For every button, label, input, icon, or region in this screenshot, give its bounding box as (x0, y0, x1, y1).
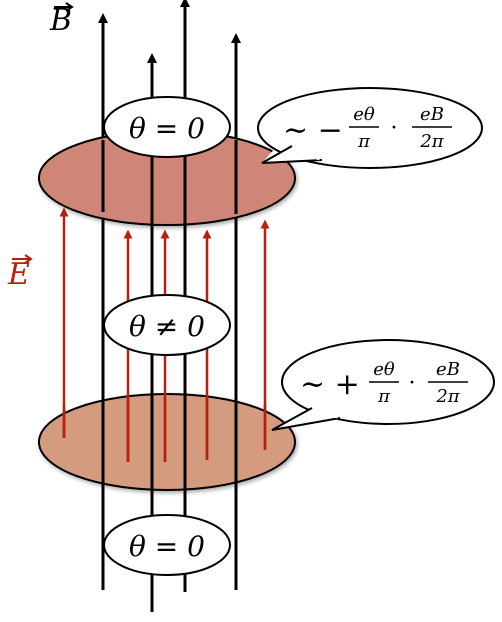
theta-bubble-middle: θ ≠ 0 (103, 294, 231, 356)
svg-text:eθ: eθ (353, 104, 375, 125)
svg-text:θ = 0: θ = 0 (129, 112, 205, 145)
svg-text:π: π (357, 131, 371, 152)
svg-text:∼ +: ∼ + (300, 367, 360, 402)
e-field-label: E (7, 254, 33, 292)
b-field-label: B (49, 2, 74, 38)
svg-text:θ ≠ 0: θ ≠ 0 (129, 310, 205, 343)
svg-text:θ = 0: θ = 0 (129, 530, 205, 563)
svg-text:E: E (7, 257, 30, 292)
svg-text:·: · (409, 371, 416, 396)
svg-text:∼ −: ∼ − (283, 113, 343, 148)
svg-text:2π: 2π (435, 386, 460, 407)
svg-text:eB: eB (420, 104, 444, 125)
svg-text:eθ: eθ (373, 359, 395, 380)
svg-text:·: · (391, 116, 398, 141)
svg-text:2π: 2π (419, 131, 444, 152)
svg-text:B: B (49, 3, 72, 38)
svg-text:eB: eB (436, 359, 460, 380)
magnetic-field-lines-front-bottom (101, 395, 238, 490)
charge-bubble-bottom: ∼ + eθ π · eB 2π (271, 339, 495, 431)
theta-bubble-bottom: θ = 0 (103, 514, 231, 576)
svg-text:π: π (377, 386, 391, 407)
electric-field-lines-front (62, 395, 267, 462)
charge-bubble-top: ∼ − eθ π · eB 2π (257, 84, 502, 169)
theta-bubble-top: θ = 0 (103, 96, 231, 158)
bottom-interface-disk (38, 393, 296, 491)
